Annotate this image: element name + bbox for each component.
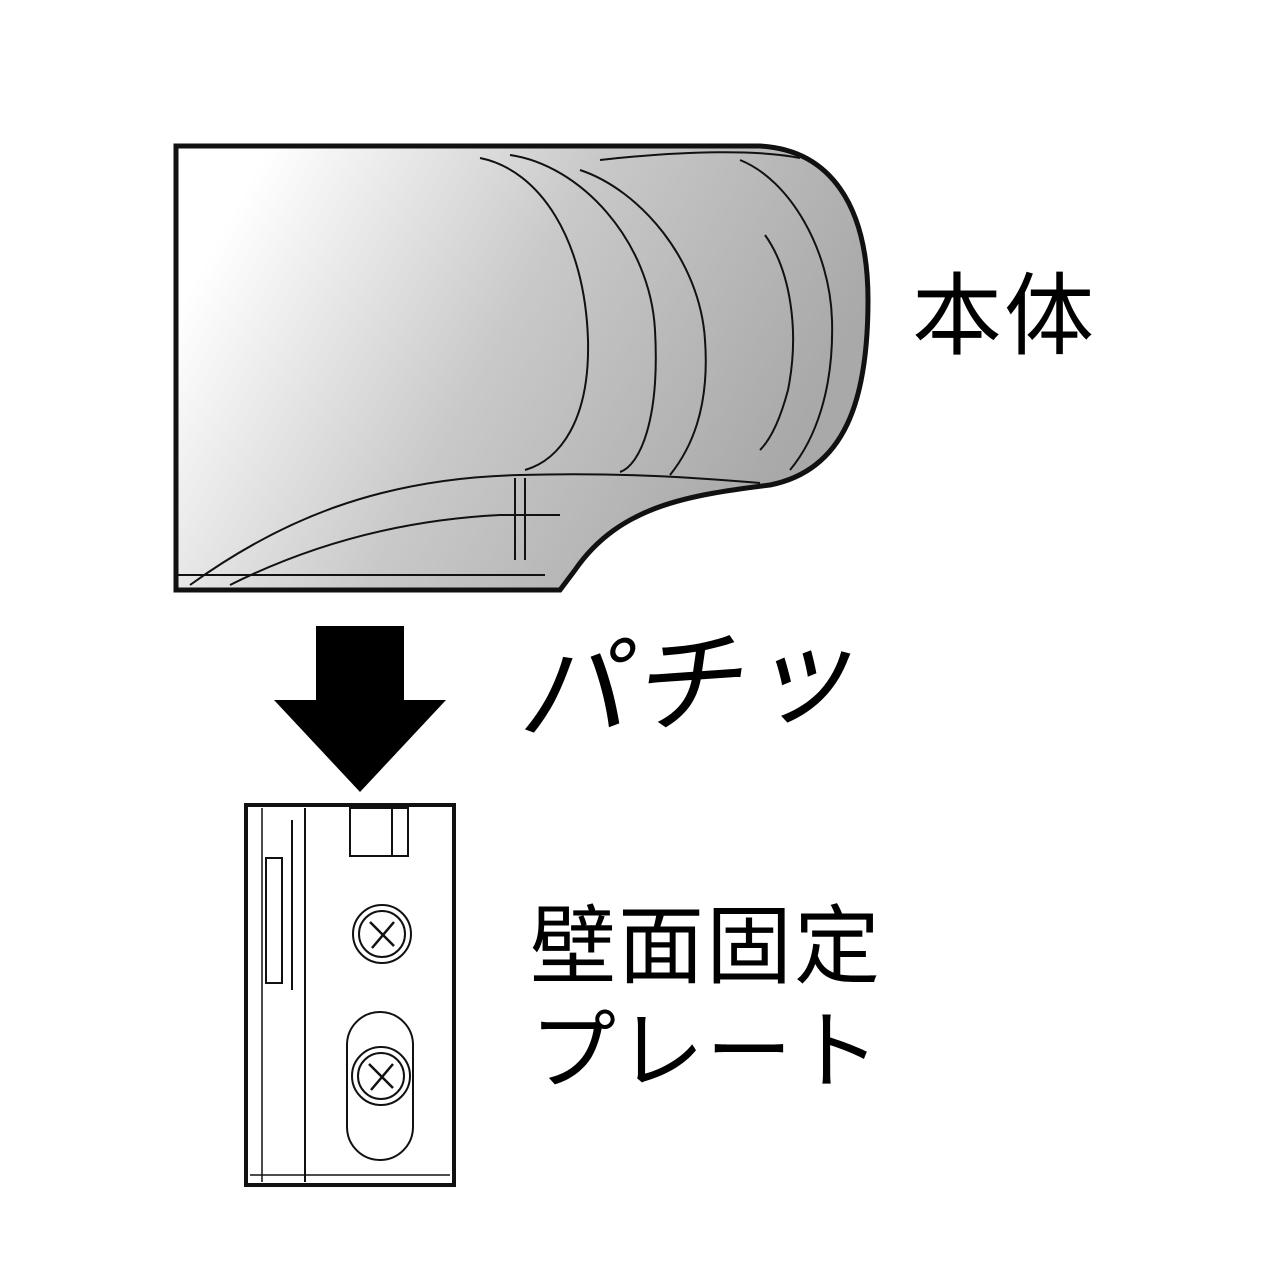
phillips-screw-icon — [351, 1046, 411, 1106]
wall-plate-label-line1: 壁面固定 — [530, 897, 882, 997]
main-body-contour-5 — [759, 234, 795, 451]
main-body-underside-curve — [189, 473, 761, 586]
main-body-underside-curve-2 — [229, 514, 560, 586]
main-body-illustration — [173, 143, 871, 593]
click-sound-label: パチッ — [513, 607, 879, 759]
phillips-screw-icon — [352, 904, 412, 964]
main-body-contour-6 — [599, 151, 801, 161]
main-body-contour-4 — [739, 159, 834, 471]
wall-plate-label: 壁面固定 プレート — [530, 895, 950, 1105]
main-body-outline — [173, 143, 871, 593]
wall-plate-illustration — [244, 803, 456, 1187]
wall-plate-top-tab — [349, 807, 409, 857]
wall-plate-label-line2: プレート — [530, 1001, 882, 1102]
down-arrow-icon — [274, 626, 446, 792]
main-body-contour-3 — [579, 169, 707, 476]
main-body-contour-2 — [509, 154, 657, 473]
main-body-contour-1 — [479, 157, 590, 471]
wall-plate-side-slot — [265, 857, 283, 984]
main-body-label: 本体 — [912, 264, 1096, 369]
